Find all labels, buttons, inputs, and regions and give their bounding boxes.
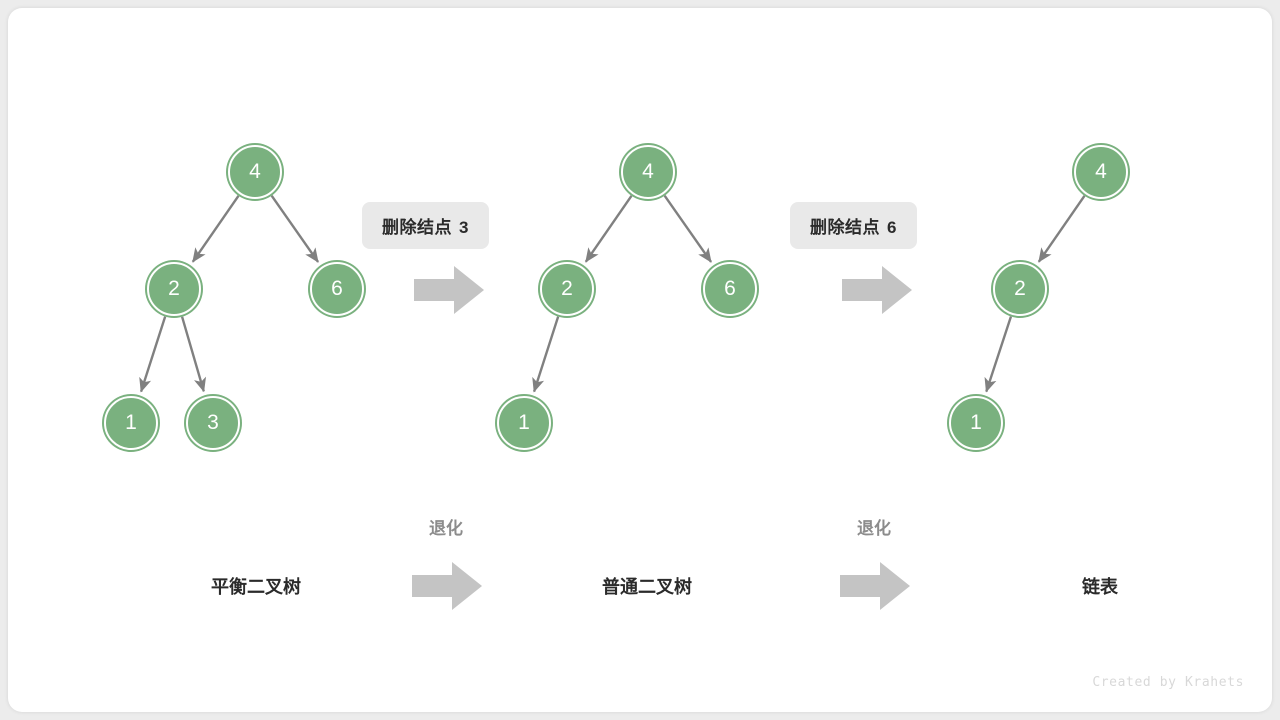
- stage-caption: 链表: [1082, 577, 1118, 597]
- tree-node: 1: [497, 396, 551, 450]
- operation-chip: 删除结点 3: [362, 202, 489, 249]
- block-arrow-shape: [840, 562, 910, 610]
- operation-label: 删除结点: [810, 218, 880, 237]
- tree-node: 6: [703, 262, 757, 316]
- transition-block-arrow: [412, 562, 482, 610]
- tree-node: 1: [104, 396, 158, 450]
- block-arrow-shape: [412, 562, 482, 610]
- tree-edge: [584, 195, 633, 263]
- tree-node: 3: [186, 396, 240, 450]
- block-arrow-shape: [414, 266, 484, 314]
- tree-node: 2: [147, 262, 201, 316]
- tree-node: 4: [621, 145, 675, 199]
- transition-label: 退化: [857, 519, 891, 538]
- tree-node: 4: [1074, 145, 1128, 199]
- operation-label: 删除结点: [382, 218, 452, 237]
- tree-edge: [984, 316, 1013, 393]
- tree-edge: [663, 195, 713, 263]
- tree-node: 6: [310, 262, 364, 316]
- edge-layer: [139, 195, 1086, 393]
- tree-node: 4: [228, 145, 282, 199]
- tree-edge: [191, 195, 240, 263]
- stage-caption: 普通二叉树: [602, 577, 692, 597]
- operation-block-arrow: [414, 266, 484, 314]
- tree-edge: [1037, 195, 1086, 263]
- tree-edge: [180, 316, 207, 393]
- tree-node: 2: [993, 262, 1047, 316]
- transition-label: 退化: [429, 519, 463, 538]
- transition-block-arrow: [840, 562, 910, 610]
- block-arrow-shape: [842, 266, 912, 314]
- tree-edge: [270, 195, 320, 263]
- watermark: Created by Krahets: [1092, 675, 1244, 690]
- stage-caption: 平衡二叉树: [211, 577, 301, 597]
- tree-node: 1: [949, 396, 1003, 450]
- tree-edge: [139, 316, 167, 393]
- operation-value: 6: [887, 218, 897, 237]
- tree-edge: [532, 316, 560, 393]
- operation-chip: 删除结点 6: [790, 202, 917, 249]
- operation-value: 3: [459, 218, 469, 237]
- operation-block-arrow: [842, 266, 912, 314]
- tree-node: 2: [540, 262, 594, 316]
- tree-edges: [139, 195, 1086, 393]
